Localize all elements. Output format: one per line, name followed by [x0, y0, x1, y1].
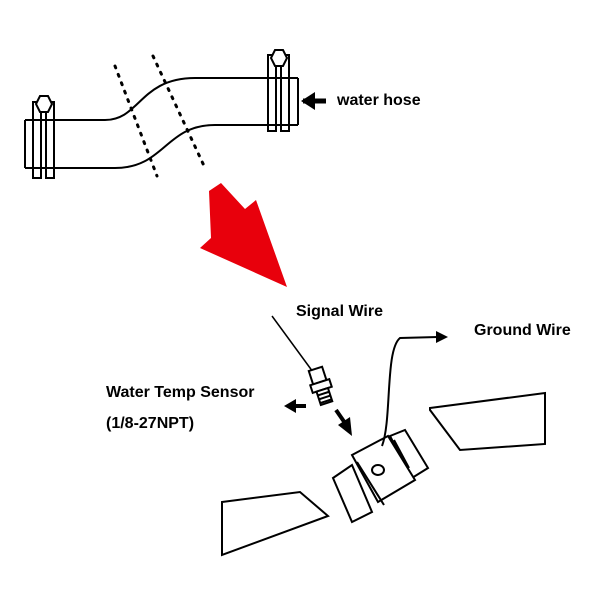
cut-line-right [151, 54, 207, 170]
signal-wire-label: Signal Wire [296, 303, 383, 320]
water-temp-sensor-label: Water Temp Sensor [106, 384, 255, 401]
water-temp-sensor [307, 365, 334, 407]
right-hose-piece [429, 391, 546, 452]
cut-hose-with-adapter [221, 336, 546, 557]
thread-spec-label: (1/8-27NPT) [106, 415, 195, 432]
water-hose-drawing [24, 49, 299, 179]
water-hose-pointer-arrow [301, 92, 326, 110]
red-arrow-shape [200, 183, 287, 287]
sensor-port-hole [371, 464, 385, 476]
left-hose-clamp [32, 95, 55, 179]
cut-lines [113, 54, 207, 178]
adapter-left-collar [331, 463, 374, 524]
sensor-label-pointer-arrow [284, 399, 306, 413]
left-hose-piece [221, 490, 330, 557]
cut-line-left [113, 64, 159, 178]
red-direction-arrow [200, 183, 287, 287]
ground-wire [381, 336, 439, 447]
hose-bottom-edge [25, 124, 298, 169]
ground-wire-label: Ground Wire [474, 322, 571, 339]
ground-wire-arrowhead [436, 331, 448, 343]
hose-top-edge [25, 77, 298, 121]
water-hose-label: water hose [337, 92, 421, 109]
sensor-insert-arrow [334, 408, 352, 436]
right-hose-clamp [267, 49, 290, 132]
signal-wire [271, 315, 314, 373]
